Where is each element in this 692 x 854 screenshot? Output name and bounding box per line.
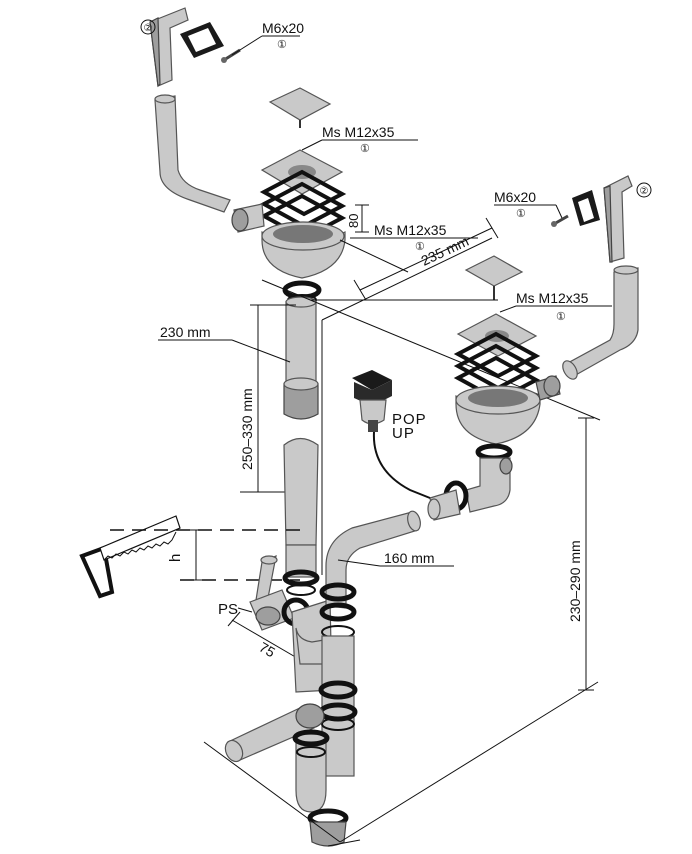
riser-nuts	[319, 582, 357, 639]
screw-left-label: M6x20	[262, 20, 304, 36]
bolt-left-mid-ref: ①	[415, 241, 425, 253]
screw-right	[551, 214, 569, 227]
bolt-left-mid-label: Ms M12x35	[374, 222, 447, 238]
screw-right-ref: ①	[516, 208, 526, 220]
bolt-left-top-ref: ①	[360, 143, 370, 155]
overflow-pipe-right	[562, 265, 639, 380]
standpipe-center	[283, 437, 319, 578]
outlet-elbow-right	[465, 443, 513, 513]
pop-up-knob	[352, 370, 392, 432]
overflow-gasket-left	[180, 22, 224, 58]
label-pop: POP	[392, 411, 427, 428]
screw-left-ref: ①	[277, 39, 287, 51]
dim-250-330: 250–330 mm	[239, 388, 255, 470]
dim-h: h	[167, 554, 184, 562]
bracket-right-ref: ②	[640, 186, 649, 197]
overflow-bracket-right	[603, 175, 633, 263]
strainer-body-right	[455, 375, 561, 445]
label-ps: PS	[218, 601, 238, 618]
outlet-nut-right	[427, 480, 469, 521]
dim-75: 75	[257, 639, 279, 661]
saw-icon	[79, 515, 181, 599]
dim-230-290: 230–290 mm	[567, 540, 583, 622]
tailpiece-left	[283, 296, 319, 420]
strainer-body-left	[261, 221, 346, 279]
label-up: UP	[392, 425, 415, 442]
bolt-left-top-label: Ms M12x35	[322, 124, 395, 140]
dim-230: 230 mm	[160, 324, 211, 340]
elbow-160	[325, 510, 421, 609]
overflow-pipe-left	[154, 94, 231, 213]
overflow-connector-left	[231, 203, 265, 233]
trap-bottom-nut	[307, 808, 349, 847]
strainer-grate-left-top	[268, 87, 332, 128]
standpipe-nut	[282, 569, 320, 596]
overflow-gasket-right	[572, 190, 600, 226]
trap-body	[292, 729, 330, 813]
bolt-right-ref: ①	[556, 311, 566, 323]
bracket-left-ref: ②	[144, 23, 153, 34]
trap-outlet-arm	[224, 703, 325, 763]
dim-160: 160 mm	[384, 550, 435, 566]
screw-right-label: M6x20	[494, 189, 536, 205]
bolt-right-label: Ms M12x35	[516, 290, 589, 306]
dim-80: 80	[346, 214, 361, 228]
overflow-bracket-left	[149, 7, 189, 88]
strainer-grate-right	[464, 255, 524, 300]
